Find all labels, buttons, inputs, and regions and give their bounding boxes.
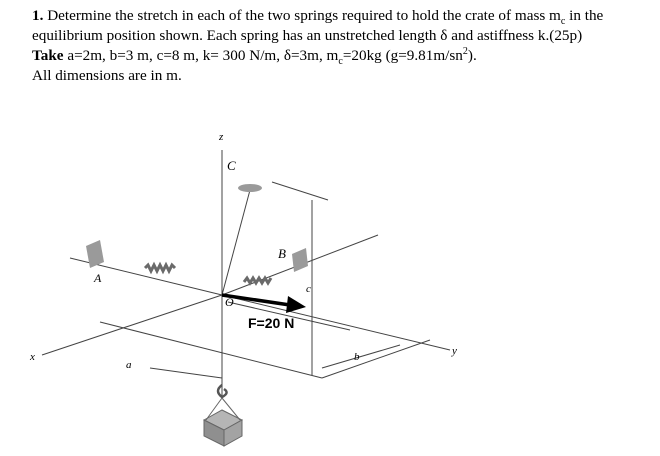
label-b-dim: b [354,351,360,363]
mass-subscript-2: c [338,56,343,68]
support-b [292,248,308,272]
given-values: a=2m, b=3 m, c=8 m, k= 300 N/m, δ=3m, m [63,47,339,64]
cable-oc [221,189,251,296]
mass-subscript-1: c [560,16,566,28]
label-a-dim: a [126,359,132,371]
problem-line-1-end: in the [565,7,604,24]
spring-b [242,275,273,286]
label-a-point: A [93,271,102,285]
gravity-exponent: 2 [462,45,468,57]
label-y-axis: y [451,345,457,357]
force-label: F=20 N [248,315,294,331]
given-values-end: ). [467,47,477,64]
problem-line-1: 1. Determine the stretch in each of the … [32,6,652,28]
problem-statement: 1. Determine the stretch in each of the … [32,6,652,86]
ground-line-3 [227,301,351,331]
dimension-a-line [149,367,223,379]
problem-line-3: Take a=2m, b=3 m, c=8 m, k= 300 N/m, δ=3… [32,46,652,66]
problem-line-4: All dimensions are in m. [32,67,182,84]
x-axis [41,294,223,356]
force-arrow [221,293,306,313]
problem-line-2: equilibrium position shown. Each spring … [32,27,583,44]
label-c-point: C [227,158,236,173]
problem-line-1-text: Determine the stretch in each of the two… [47,7,561,24]
label-x-axis: x [29,351,35,363]
dimension-b-line [321,344,401,369]
support-c [238,184,262,192]
label-b-point: B [278,246,286,261]
ground-line-2 [321,339,431,379]
label-origin: O [225,295,234,309]
given-values-mid: =20kg (g=9.81m/sn [342,47,463,64]
spring-a [143,261,177,275]
top-reference-line [271,181,329,201]
support-a [86,240,104,268]
take-label: Take [32,47,64,64]
label-c-dim: c [306,283,311,295]
label-z: z [218,131,224,143]
hook-icon [216,384,228,399]
problem-number: 1. [32,7,44,24]
ground-line-1 [99,321,323,379]
y-axis [221,294,451,351]
crate [202,397,244,447]
